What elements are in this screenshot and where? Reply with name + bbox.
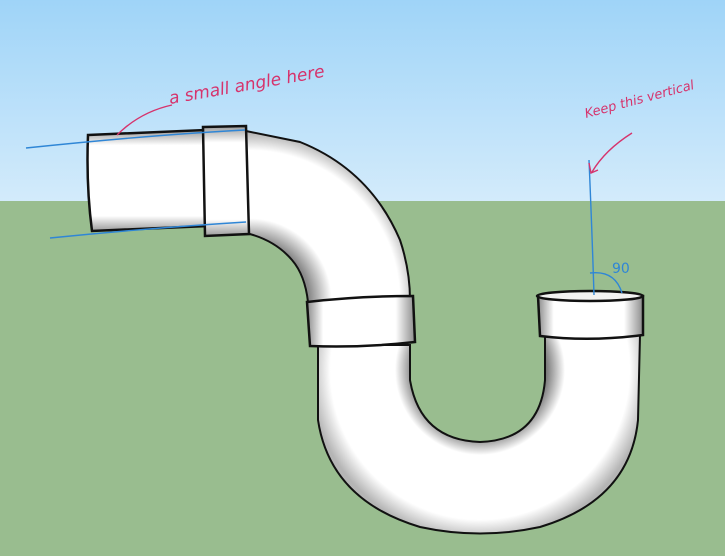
inlet-cup [535,289,645,341]
angle-value-label: 90 [612,261,630,277]
upper-elbow [245,129,412,304]
middle-coupling [305,294,417,348]
annotation-arrows [116,104,633,174]
guide-lines [25,129,623,296]
u-bend [317,334,642,535]
angle-note: a small angle here [167,62,326,109]
vertical-note: Keep this vertical [583,78,696,122]
outlet-coupling [201,124,251,238]
outlet-pipe [86,128,209,233]
